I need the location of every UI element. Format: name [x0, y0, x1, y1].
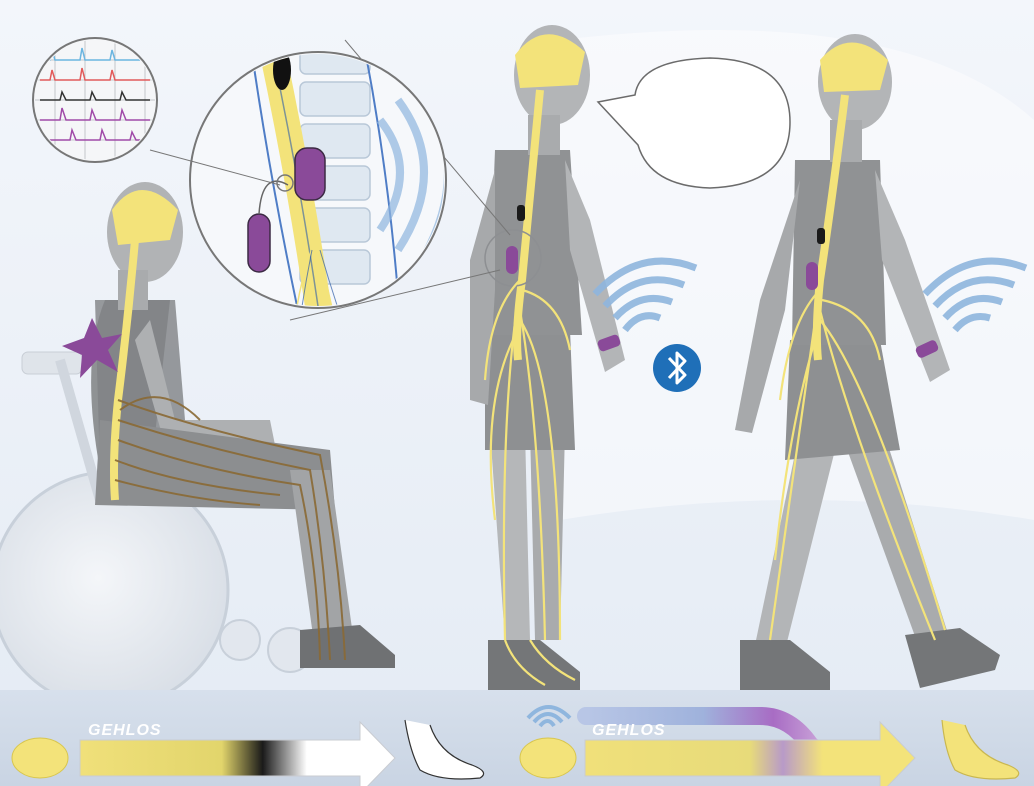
bluetooth-icon — [653, 344, 701, 392]
gehlos-label-right: GEHLOS — [592, 722, 666, 739]
brain-symbol-left — [12, 738, 68, 778]
brain-symbol-right — [520, 738, 576, 778]
wheelchair-wheel — [0, 472, 228, 708]
gehlos-label-left: GEHLOS — [88, 722, 162, 739]
